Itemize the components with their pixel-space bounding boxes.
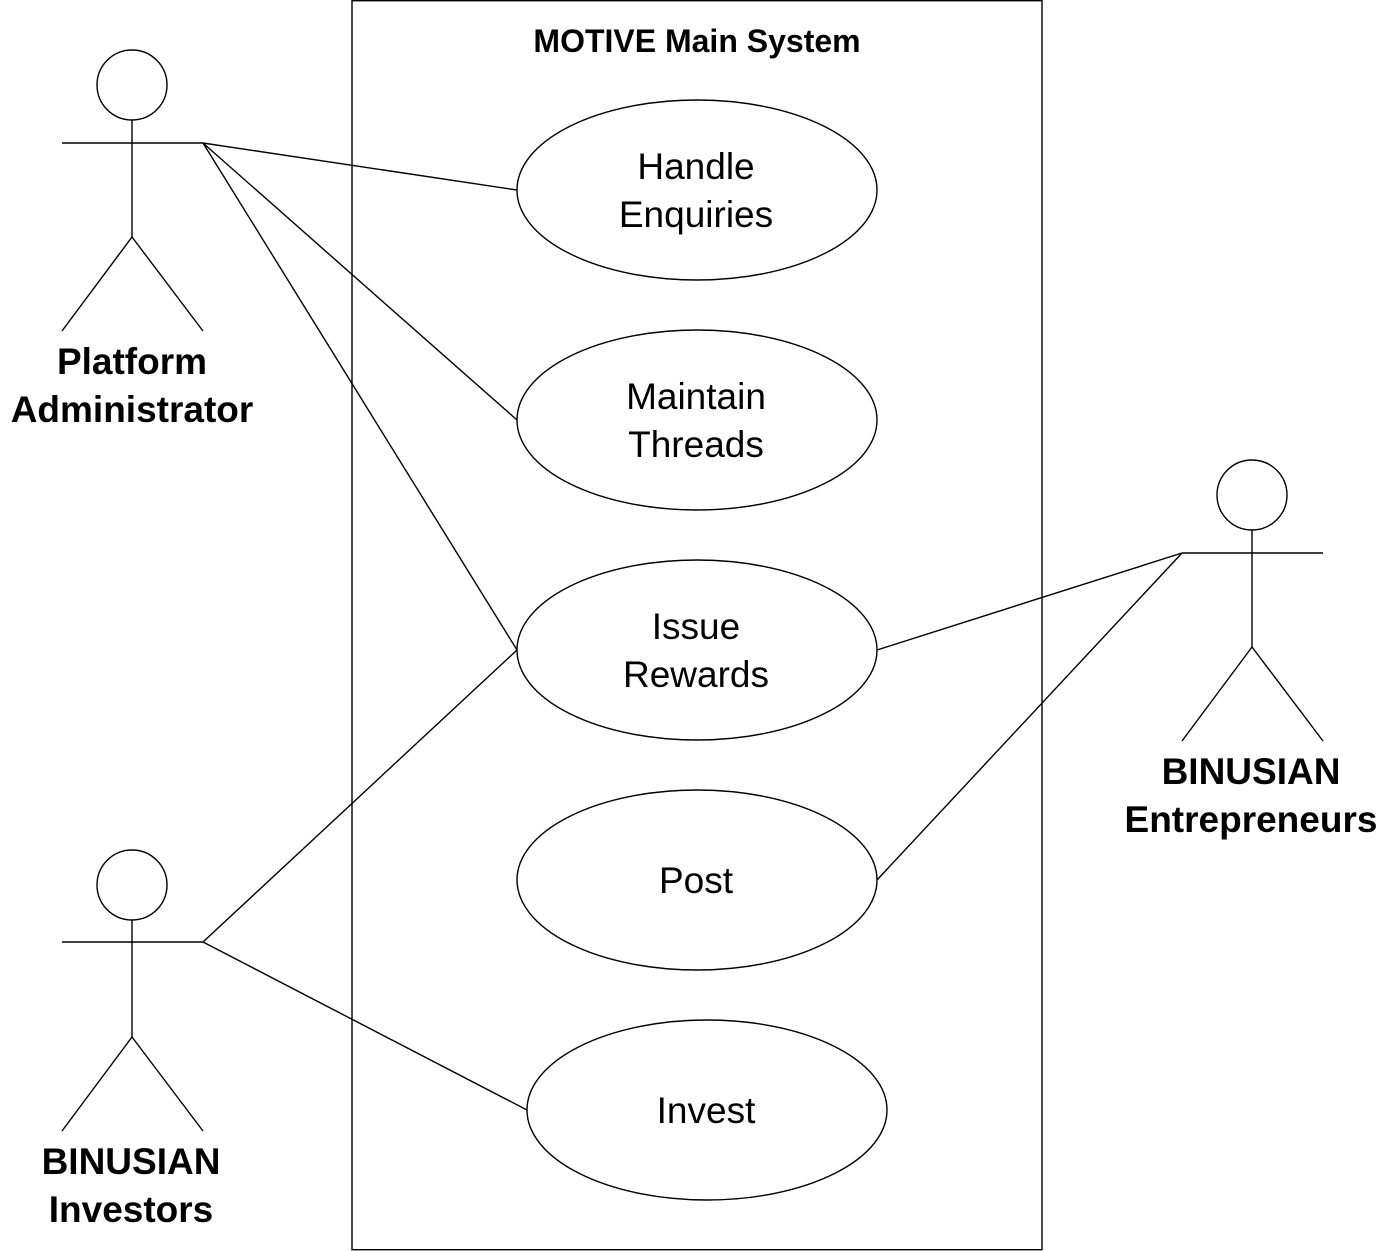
stick-figure-icon xyxy=(96,849,168,921)
association-investors-issue-rewards xyxy=(202,649,518,943)
use-case-post: Post xyxy=(516,789,878,971)
association-investors-invest xyxy=(202,941,528,1111)
actor-label: Administrator xyxy=(11,389,254,430)
use-case-issue-rewards: Issue Rewards xyxy=(516,559,878,741)
system-boundary xyxy=(351,0,1043,1251)
use-case-maintain-threads: Maintain Threads xyxy=(516,329,878,511)
actor-label: Platform xyxy=(57,341,207,382)
use-case-ellipse xyxy=(526,1019,888,1201)
use-case-label: Maintain xyxy=(626,376,766,417)
use-case-ellipse xyxy=(516,99,878,281)
use-case-ellipse xyxy=(516,789,878,971)
use-case-handle-enquiries: Handle Enquiries xyxy=(516,99,878,281)
use-case-label: Enquiries xyxy=(619,194,773,235)
use-case-label: Post xyxy=(659,860,734,901)
actor-label: Investors xyxy=(49,1189,214,1230)
use-case-label: Threads xyxy=(628,424,764,465)
actor-platform-administrator: Platform Administrator xyxy=(11,49,254,430)
use-case-label: Issue xyxy=(652,606,740,647)
actor-binusian-investors: BINUSIAN Investors xyxy=(42,849,221,1230)
association-lines xyxy=(202,142,1183,1111)
actor-label: Entrepreneurs xyxy=(1125,799,1378,840)
stick-figure-icon xyxy=(1216,459,1288,531)
actor-binusian-entrepreneurs: BINUSIAN Entrepreneurs xyxy=(1125,459,1378,840)
use-case-label: Handle xyxy=(637,146,754,187)
system-title: MOTIVE Main System xyxy=(533,23,860,59)
use-case-ellipse xyxy=(516,559,878,741)
use-case-ellipse xyxy=(516,329,878,511)
association-entrepreneurs-post xyxy=(876,552,1183,881)
actor-label: BINUSIAN xyxy=(1162,751,1341,792)
association-admin-maintain-threads xyxy=(202,142,518,421)
use-case-invest: Invest xyxy=(526,1019,888,1201)
use-case-label: Invest xyxy=(657,1090,756,1131)
stick-figure-icon xyxy=(96,49,168,121)
association-admin-handle-enquiries xyxy=(202,142,518,191)
actor-label: BINUSIAN xyxy=(42,1141,221,1182)
association-entrepreneurs-issue-rewards xyxy=(876,552,1183,651)
association-admin-issue-rewards xyxy=(202,142,518,651)
use-case-label: Rewards xyxy=(623,654,769,695)
